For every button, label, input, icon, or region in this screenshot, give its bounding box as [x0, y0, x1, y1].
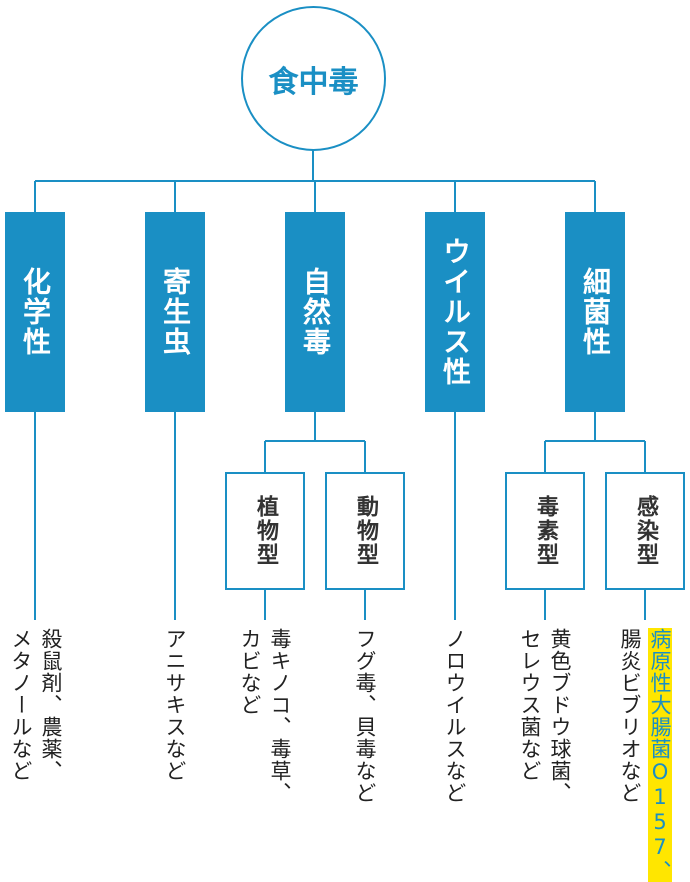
- examples-virus-line1: ノロウイルスなど: [443, 628, 467, 804]
- examples-parasite-line1: アニサキスなど: [163, 628, 187, 782]
- subtype-infection: 感染型: [605, 472, 685, 590]
- examples-parasite: アニサキスなど: [160, 628, 190, 782]
- examples-toxin-line1: 黄色ブドウ球菌、: [548, 628, 572, 804]
- examples-animal: フグ毒、貝毒など: [350, 628, 380, 804]
- category-virus: ウイルス性: [425, 212, 485, 412]
- examples-infection-line2: 腸炎ビブリオなど: [618, 628, 642, 804]
- examples-toxin: 黄色ブドウ球菌、 セレウス菌など: [515, 628, 575, 804]
- category-parasite: 寄生虫: [145, 212, 205, 412]
- subtype-toxin: 毒素型: [505, 472, 585, 590]
- examples-animal-line1: フグ毒、貝毒など: [353, 628, 377, 804]
- examples-chemical: 殺鼠剤、農薬、 メタノールなど: [6, 628, 66, 782]
- examples-chemical-line2: メタノールなど: [9, 628, 33, 782]
- examples-plant-line2: カビなど: [238, 628, 262, 716]
- examples-chemical-line1: 殺鼠剤、農薬、: [39, 628, 63, 782]
- examples-infection-highlight: 病原性大腸菌O157、: [648, 628, 672, 882]
- root-node-food-poisoning: 食中毒: [241, 6, 386, 151]
- examples-plant-line1: 毒キノコ、毒草、: [268, 628, 292, 804]
- examples-virus: ノロウイルスなど: [440, 628, 470, 804]
- category-natural-toxin: 自然毒: [285, 212, 345, 412]
- examples-plant: 毒キノコ、毒草、 カビなど: [235, 628, 295, 804]
- subtype-animal: 動物型: [325, 472, 405, 590]
- examples-infection: 病原性大腸菌O157、 腸炎ビブリオなど: [615, 628, 675, 882]
- subtype-plant: 植物型: [225, 472, 305, 590]
- category-bacterial: 細菌性: [565, 212, 625, 412]
- category-chemical: 化学性: [5, 212, 65, 412]
- examples-toxin-line2: セレウス菌など: [518, 628, 542, 782]
